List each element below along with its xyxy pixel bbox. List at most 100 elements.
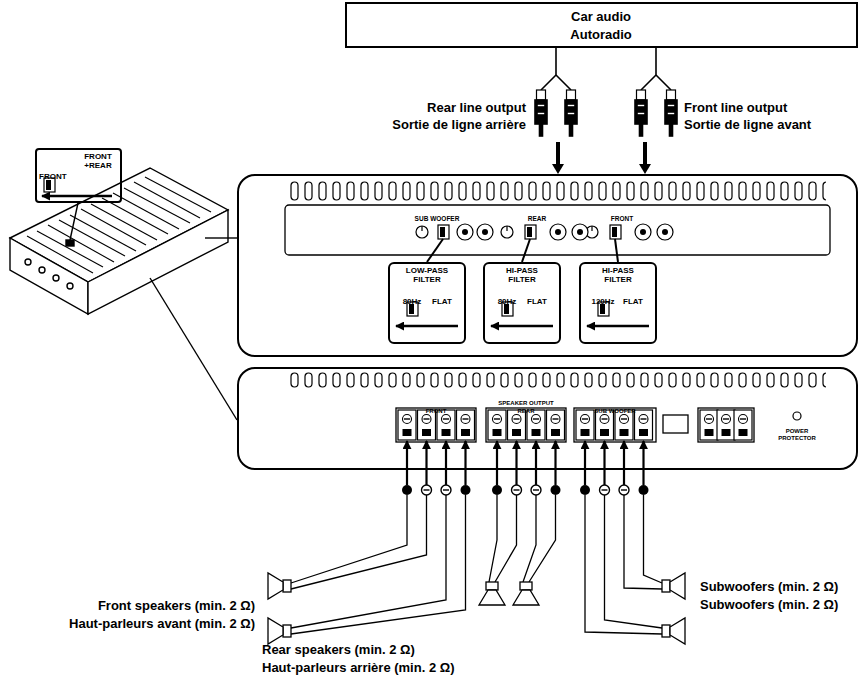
output-panel-details — [486, 408, 566, 442]
amplifier-body — [37, 231, 103, 267]
panel-label: REAR — [528, 215, 546, 222]
speaker-wires — [291, 495, 466, 634]
text-slot: HI-PASS FILTER — [497, 266, 547, 286]
panel-label: FRONT — [611, 215, 633, 222]
control-panel-details — [462, 229, 468, 235]
control-panel-details — [522, 239, 530, 262]
text-slot: POWER PROTECTOR — [767, 426, 827, 444]
rca-plugs — [535, 90, 547, 136]
amplifier-body — [10, 238, 88, 314]
panel-label: HI-PASS FILTER — [593, 266, 643, 284]
output-panel-details — [527, 410, 545, 440]
speaker-wire-arrows — [623, 441, 625, 485]
speaker-wire-arrows — [535, 441, 537, 485]
speaker-label: Rear speakers (min. 2 Ω) — [262, 642, 415, 658]
output-panel-details — [396, 408, 754, 442]
output-panel-details — [663, 415, 688, 433]
leader-lines — [70, 203, 237, 420]
rca-plugs — [656, 75, 671, 90]
rca-plugs — [665, 90, 677, 136]
speaker-wires — [495, 495, 517, 582]
speaker-symbols — [520, 582, 532, 590]
text-slot: FLAT — [618, 290, 648, 308]
control-panel-details — [477, 224, 493, 240]
panel-label: 120Hz — [591, 297, 614, 306]
output-panel-details — [793, 412, 801, 420]
output-panel-details — [576, 410, 594, 440]
output-panel-details — [717, 410, 735, 440]
speaker-wires — [644, 495, 663, 583]
control-panel-details — [506, 226, 507, 231]
control-panel-details — [457, 224, 473, 240]
output-panel-details — [290, 372, 826, 442]
text-slot: REAR — [507, 207, 567, 225]
label-slot: Rear speakers (min. 2 Ω) — [262, 640, 415, 658]
control-panel-details — [610, 225, 621, 239]
output-panel-details — [508, 410, 526, 440]
control-panel-details — [501, 226, 513, 238]
panel-label: FLAT — [432, 297, 452, 306]
output-panel-details — [437, 410, 455, 440]
line-output-label: Front line output — [684, 100, 787, 116]
amplifier-body — [27, 236, 93, 273]
inset-switch — [42, 195, 112, 198]
wire-connectors — [551, 485, 561, 495]
control-panel-details — [285, 205, 830, 255]
panel-label: POWER PROTECTOR — [767, 428, 827, 442]
cable-arrow-shaft — [556, 142, 560, 165]
speaker-wires — [489, 495, 497, 582]
speaker-label: Subwoofers (min. 2 Ω) — [700, 579, 838, 595]
output-panel-details — [547, 410, 565, 440]
panel-label: 80Hz — [498, 297, 517, 306]
control-panel-details — [438, 225, 449, 239]
filter-switch-box: HI-PASS FILTER 80Hz FLAT — [483, 262, 561, 344]
leader-lines — [205, 237, 237, 238]
speaker-wire-arrows — [407, 441, 644, 485]
output-panel-details — [698, 408, 754, 442]
control-panel-details — [462, 229, 668, 235]
speaker-symbols — [513, 590, 539, 605]
rca-plugs — [535, 75, 677, 136]
control-panel-details — [550, 224, 566, 240]
output-panel-details — [488, 410, 506, 440]
speaker-wire-arrows — [584, 441, 586, 485]
wire-connectors — [600, 485, 610, 495]
wire-connectors — [461, 485, 471, 495]
source-label: Autoradio — [570, 27, 631, 43]
panel-label: FLAT — [527, 297, 547, 306]
speaker-wire-arrows — [496, 441, 498, 485]
panel-label: FRONT +REAR — [78, 152, 118, 170]
wire-connectors — [639, 485, 649, 495]
speaker-symbols — [283, 580, 291, 592]
amp-control-panel: SUB WOOFERREARFRONTLOW-PASS FILTER80HzFL… — [237, 174, 858, 357]
speaker-wires — [605, 495, 663, 628]
control-panel-details — [572, 224, 588, 240]
wire-connectors — [512, 485, 522, 495]
panel-label: LOW-PASS FILTER — [402, 266, 452, 284]
source-unit-box: Car audioAutoradio — [345, 2, 858, 48]
text-slot: FRONT — [39, 165, 75, 183]
signal-cable — [639, 48, 656, 174]
text-slot: SPEAKER OUTPUT — [481, 391, 571, 409]
speaker-label: Haut-parleurs avant (min. 2 Ω) — [69, 616, 255, 632]
speaker-symbols — [670, 618, 685, 644]
amplifier-body — [67, 283, 73, 289]
text-slot: 80Hz — [492, 290, 522, 308]
control-panel-details — [396, 325, 458, 328]
control-panel-details — [416, 224, 673, 240]
control-panel-details — [285, 181, 830, 326]
speaker-wire-arrows — [425, 441, 427, 485]
filter-switch-box: LOW-PASS FILTER80HzFLAT — [388, 262, 466, 344]
text-slot: FLAT — [427, 290, 457, 308]
control-panel-details — [421, 226, 422, 231]
control-panel-details — [491, 325, 553, 328]
panel-label: SPEAKER OUTPUT — [498, 400, 553, 407]
amplifier-body — [59, 220, 125, 256]
output-panel-details — [635, 410, 653, 440]
speaker-label: Front speakers (min. 2 Ω) — [98, 598, 255, 614]
control-panel-details — [657, 224, 673, 240]
rca-plugs — [541, 75, 556, 90]
speaker-wire-arrows — [464, 441, 466, 485]
control-panel-details — [640, 229, 646, 235]
arrow-head — [639, 164, 651, 174]
